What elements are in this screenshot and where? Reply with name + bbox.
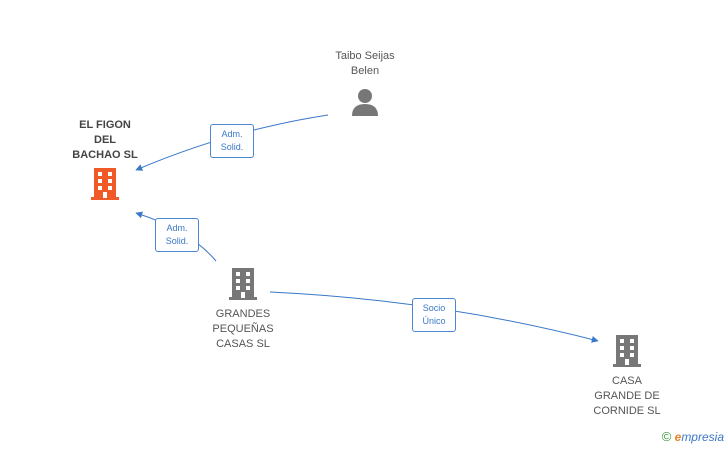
edge-label-adm-solid-grandes[interactable]: Adm. Solid. bbox=[155, 218, 199, 252]
brand-name: mpresia bbox=[681, 430, 724, 444]
brand-initial: e bbox=[674, 430, 682, 444]
node-label: Taibo Seijas Belen bbox=[335, 50, 395, 77]
node-label: CASA GRANDE DE CORNIDE SL bbox=[593, 375, 661, 417]
node-el-figon-del-bachao[interactable]: EL FIGON DEL BACHAO SL bbox=[55, 118, 155, 207]
node-grandes-pequenas-casas[interactable]: GRANDES PEQUEÑAS CASAS SL bbox=[193, 266, 293, 352]
building-icon bbox=[613, 335, 641, 367]
node-casa-grande-de-cornide[interactable]: CASA GRANDE DE CORNIDE SL bbox=[577, 333, 677, 419]
edge-label-socio-unico[interactable]: Socio Único bbox=[412, 298, 456, 332]
copyright-icon: © bbox=[661, 429, 672, 444]
empresia-watermark: © empresia bbox=[662, 429, 724, 444]
building-icon bbox=[91, 168, 119, 200]
node-label: EL FIGON DEL BACHAO SL bbox=[72, 119, 138, 161]
node-label: GRANDES PEQUEÑAS CASAS SL bbox=[212, 308, 274, 350]
edge-label-adm-solid-taibo[interactable]: Adm. Solid. bbox=[210, 124, 254, 158]
building-icon bbox=[229, 268, 257, 300]
node-taibo-seijas-belen[interactable]: Taibo Seijas Belen bbox=[315, 49, 415, 122]
person-icon bbox=[352, 89, 378, 116]
